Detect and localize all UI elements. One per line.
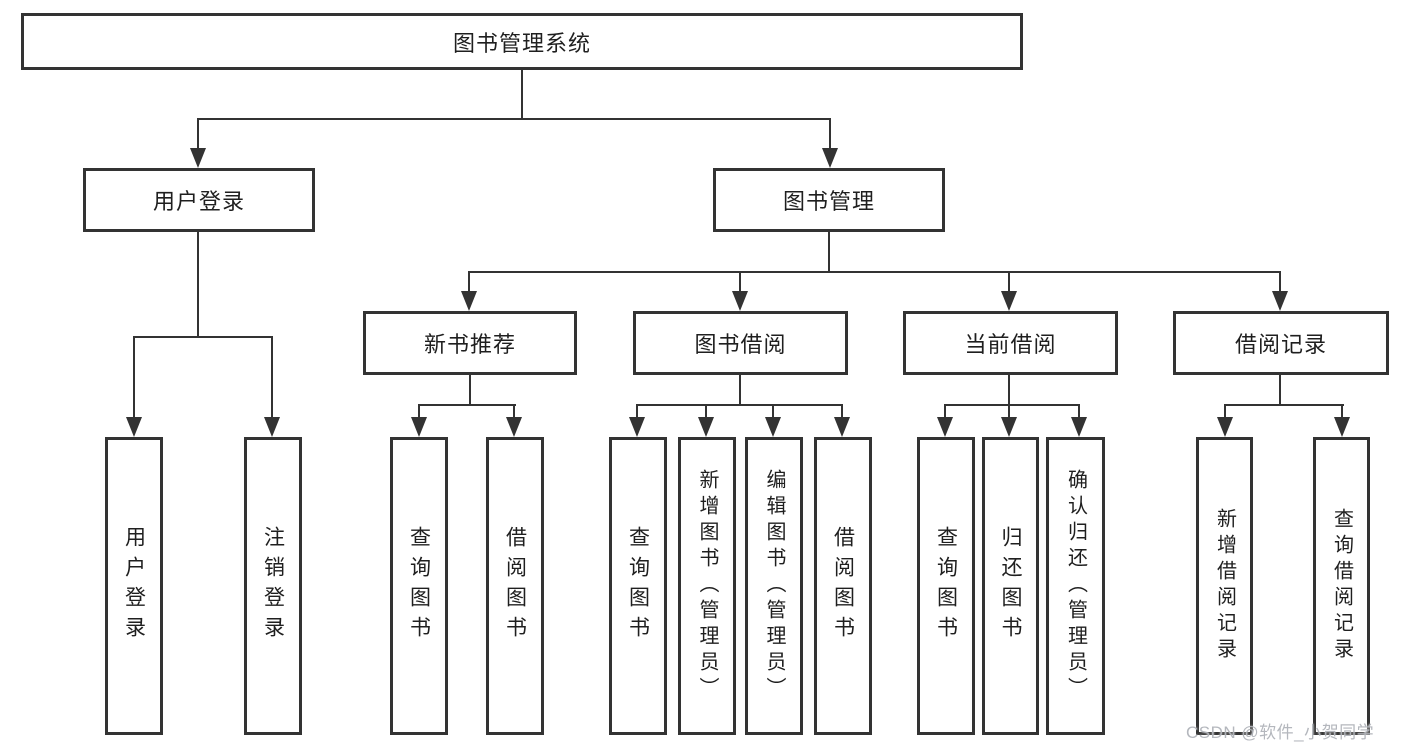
- node-root-label: 图书管理系统: [452, 30, 591, 56]
- leaf-borrow-books-recommend: 借阅图书: [486, 437, 544, 735]
- arrow-down-icon: [834, 404, 850, 437]
- connector-line: [1224, 404, 1344, 406]
- arrow-down-icon: [732, 271, 748, 311]
- connector-line: [197, 118, 831, 120]
- arrow-down-icon: [698, 404, 714, 437]
- leaf-add-book-admin: 新增图书（管理员）: [678, 437, 736, 735]
- node-book-management-label: 图书管理: [782, 189, 875, 214]
- arrow-down-icon: [264, 336, 280, 437]
- node-root: 图书管理系统: [21, 13, 1023, 70]
- node-current-borrowing: 当前借阅: [903, 311, 1118, 375]
- arrow-down-icon: [629, 404, 645, 437]
- arrow-down-icon: [190, 118, 206, 168]
- node-new-book-recommendation-label: 新书推荐: [423, 332, 516, 357]
- arrow-down-icon: [506, 404, 522, 437]
- leaf-edit-book-admin-label: 编辑图书（管理员）: [763, 469, 785, 703]
- arrow-down-icon: [1071, 404, 1087, 437]
- leaf-confirm-return-admin-label: 确认归还（管理员）: [1064, 469, 1087, 703]
- node-book-management: 图书管理: [713, 168, 945, 232]
- leaf-query-books-recommend-label: 查询图书: [407, 526, 431, 646]
- watermark: CSDN @软件_小贺同学: [1186, 723, 1375, 742]
- leaf-logout-label: 注销登录: [261, 526, 285, 646]
- leaf-query-books-current: 查询图书: [917, 437, 975, 735]
- leaf-query-borrow-record-label: 查询借阅记录: [1330, 508, 1353, 664]
- connector-line: [469, 375, 471, 404]
- node-borrowing-records: 借阅记录: [1173, 311, 1389, 375]
- leaf-return-books: 归还图书: [982, 437, 1039, 735]
- connector-line: [197, 232, 199, 336]
- arrow-down-icon: [1272, 271, 1288, 311]
- leaf-confirm-return-admin: 确认归还（管理员）: [1046, 437, 1105, 735]
- arrow-down-icon: [1334, 404, 1350, 437]
- leaf-return-books-label: 归还图书: [999, 526, 1022, 646]
- leaf-add-borrow-record-label: 新增借阅记录: [1213, 508, 1236, 664]
- leaf-add-book-admin-label: 新增图书（管理员）: [696, 469, 718, 703]
- connector-line: [521, 70, 523, 118]
- node-book-borrowing: 图书借阅: [633, 311, 848, 375]
- leaf-query-books-borrowing-label: 查询图书: [626, 526, 650, 646]
- leaf-query-books-recommend: 查询图书: [390, 437, 448, 735]
- node-user-login: 用户登录: [83, 168, 315, 232]
- arrow-down-icon: [461, 271, 477, 311]
- leaf-query-books-current-label: 查询图书: [934, 526, 958, 646]
- connector-line: [944, 404, 1080, 406]
- leaf-borrow-books-borrowing-label: 借阅图书: [831, 526, 855, 646]
- leaf-borrow-books-borrowing: 借阅图书: [814, 437, 872, 735]
- connector-line: [828, 232, 830, 271]
- leaf-add-borrow-record: 新增借阅记录: [1196, 437, 1253, 735]
- leaf-user-login-label: 用户登录: [122, 526, 146, 646]
- node-new-book-recommendation: 新书推荐: [363, 311, 577, 375]
- arrow-down-icon: [1217, 404, 1233, 437]
- connector-line: [1279, 375, 1281, 404]
- arrow-down-icon: [765, 404, 781, 437]
- leaf-query-books-borrowing: 查询图书: [609, 437, 667, 735]
- leaf-borrow-books-recommend-label: 借阅图书: [503, 526, 527, 646]
- node-borrowing-records-label: 借阅记录: [1234, 332, 1327, 357]
- connector-line: [636, 404, 843, 406]
- arrow-down-icon: [937, 404, 953, 437]
- connector-line: [1008, 375, 1010, 404]
- arrow-down-icon: [822, 118, 838, 168]
- node-current-borrowing-label: 当前借阅: [964, 332, 1057, 357]
- leaf-logout: 注销登录: [244, 437, 302, 735]
- connector-line: [739, 375, 741, 404]
- arrow-down-icon: [1001, 271, 1017, 311]
- arrow-down-icon: [1001, 404, 1017, 437]
- connector-line: [133, 336, 273, 338]
- connector-line: [469, 271, 1281, 273]
- node-book-borrowing-label: 图书借阅: [694, 332, 787, 357]
- node-user-login-label: 用户登录: [152, 189, 245, 214]
- leaf-edit-book-admin: 编辑图书（管理员）: [745, 437, 803, 735]
- leaf-query-borrow-record: 查询借阅记录: [1313, 437, 1370, 735]
- leaf-user-login: 用户登录: [105, 437, 163, 735]
- connector-line: [418, 404, 516, 406]
- arrow-down-icon: [411, 404, 427, 437]
- arrow-down-icon: [126, 336, 142, 437]
